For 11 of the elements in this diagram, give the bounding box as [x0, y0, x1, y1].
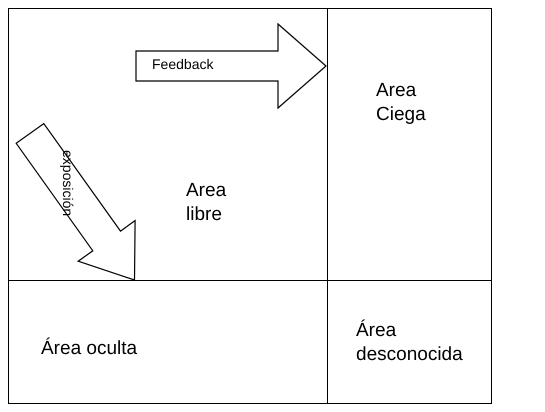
arrow-label: Feedback	[152, 56, 214, 72]
quadrant-label: Área oculta	[41, 337, 138, 361]
quadrant-box	[327, 8, 492, 281]
quadrant-label: Area Ciega	[376, 79, 427, 127]
arrow-label: exposición	[60, 150, 76, 216]
block-arrow	[15, 122, 136, 281]
quadrant-box	[8, 280, 328, 404]
quadrant-label: Área desconocida	[356, 319, 464, 367]
quadrant-label: Area libre	[186, 179, 228, 227]
quadrant-box	[327, 280, 492, 404]
block-arrow	[135, 22, 327, 110]
